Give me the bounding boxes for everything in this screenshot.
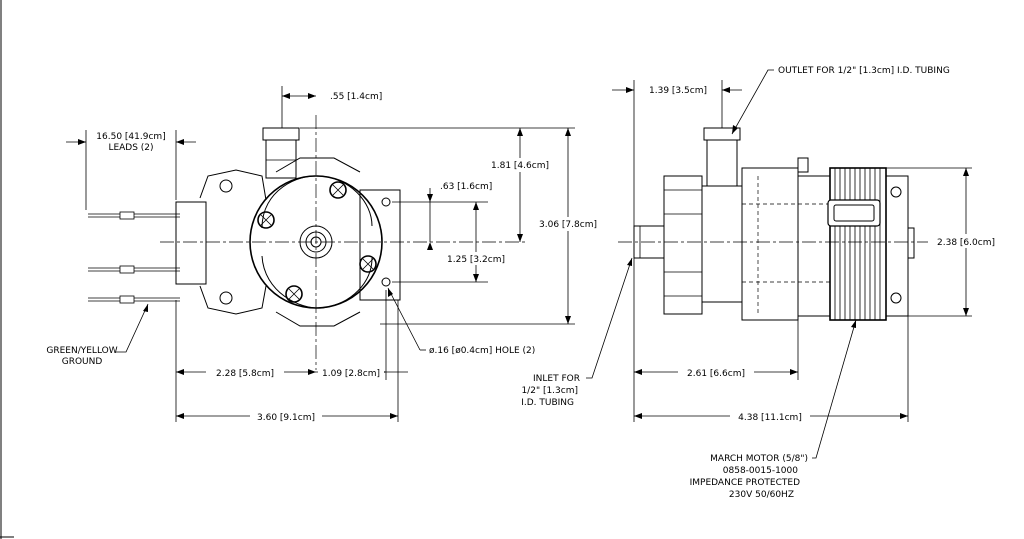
- body-length-label: 2.61 [6.6cm]: [687, 369, 745, 379]
- center-to-hole-label: 1.09 [2.8cm]: [322, 369, 380, 379]
- leads-dimension: 16.50 [41.9cm] LEADS (2): [66, 130, 196, 210]
- motor-bracket: [885, 175, 915, 317]
- height-dimensions: 1.81 [4.6cm] 3.06 [7.8cm]: [300, 127, 602, 325]
- overall-length-dimension: 4.38 [11.1cm]: [634, 316, 909, 423]
- power-leads: [88, 211, 180, 304]
- overall-width-label: 3.60 [9.1cm]: [257, 413, 315, 423]
- hole-note: ø.16 [ø0.4cm] HOLE (2): [387, 287, 535, 356]
- hole-spacing-label: 1.25 [3.2cm]: [447, 255, 505, 265]
- inlet-note: INLET FOR 1/2" [1.3cm] I.D. TUBING: [521, 257, 633, 408]
- leads-dimension-label: 16.50 [41.9cm]: [96, 132, 165, 142]
- left-to-center-label: 2.28 [5.8cm]: [216, 369, 274, 379]
- motor-frame: [175, 157, 401, 327]
- motor-winding: [827, 167, 887, 321]
- motor-note-line-4: 230V 50/60HZ: [729, 490, 794, 500]
- motor-note-line-3: IMPEDANCE PROTECTED: [690, 478, 800, 488]
- mounting-holes: [381, 197, 391, 287]
- ground-label-line-2: GROUND: [62, 357, 103, 367]
- leads-note-label: LEADS (2): [108, 143, 153, 153]
- height-total-label: 3.06 [7.8cm]: [539, 220, 597, 230]
- motor-note-line-2: 0858-0015-1000: [723, 466, 798, 476]
- ground-note: GREEN/YELLOW GROUND: [46, 303, 149, 367]
- inlet-note-line-3: I.D. TUBING: [521, 398, 574, 408]
- motor-height-label: 2.38 [6.0cm]: [937, 238, 995, 248]
- width-dimensions: 2.28 [5.8cm] 1.09 [2.8cm] 3.60 [9.1cm]: [175, 290, 408, 423]
- side-outlet-tube: [703, 127, 741, 187]
- hole-note-label: ø.16 [ø0.4cm] HOLE (2): [429, 346, 535, 356]
- pump-head: [249, 175, 383, 309]
- height-1-label: 1.81 [4.6cm]: [491, 161, 549, 171]
- side-pump-body: [663, 157, 831, 321]
- outlet-tube: [262, 127, 300, 179]
- motor-note-line-1: MARCH MOTOR (5/8"): [710, 454, 808, 464]
- outlet-note-label: OUTLET FOR 1/2" [1.3cm] I.D. TUBING: [778, 66, 950, 76]
- side-outlet-offset-label: 1.39 [3.5cm]: [649, 86, 707, 96]
- side-view: OUTLET FOR 1/2" [1.3cm] I.D. TUBING 1.39…: [521, 66, 1004, 500]
- inlet-note-line-2: 1/2" [1.3cm]: [521, 386, 578, 396]
- front-view: 16.50 [41.9cm] LEADS (2) .55 [1.4cm] 1.8…: [46, 86, 602, 423]
- side-outlet-offset-dimension: 1.39 [3.5cm]: [612, 80, 742, 226]
- body-length-dimension: 2.61 [6.6cm]: [633, 258, 799, 422]
- overall-length-label: 4.38 [11.1cm]: [738, 413, 802, 423]
- outlet-note: OUTLET FOR 1/2" [1.3cm] I.D. TUBING: [731, 66, 950, 135]
- hole-spacing-dimensions: .63 [1.6cm] 1.25 [3.2cm]: [392, 182, 512, 283]
- inlet-note-line-1: INLET FOR: [533, 374, 580, 384]
- outlet-offset-dimension: .55 [1.4cm]: [281, 86, 382, 128]
- motor-note: MARCH MOTOR (5/8") 0858-0015-1000 IMPEDA…: [690, 319, 857, 500]
- hole-offset-label: .63 [1.6cm]: [440, 182, 492, 192]
- outlet-offset-label: .55 [1.4cm]: [330, 92, 382, 102]
- ground-label-line-1: GREEN/YELLOW: [46, 346, 117, 356]
- motor-height-dimension: 2.38 [6.0cm]: [886, 167, 1004, 317]
- head-screws: [257, 181, 377, 303]
